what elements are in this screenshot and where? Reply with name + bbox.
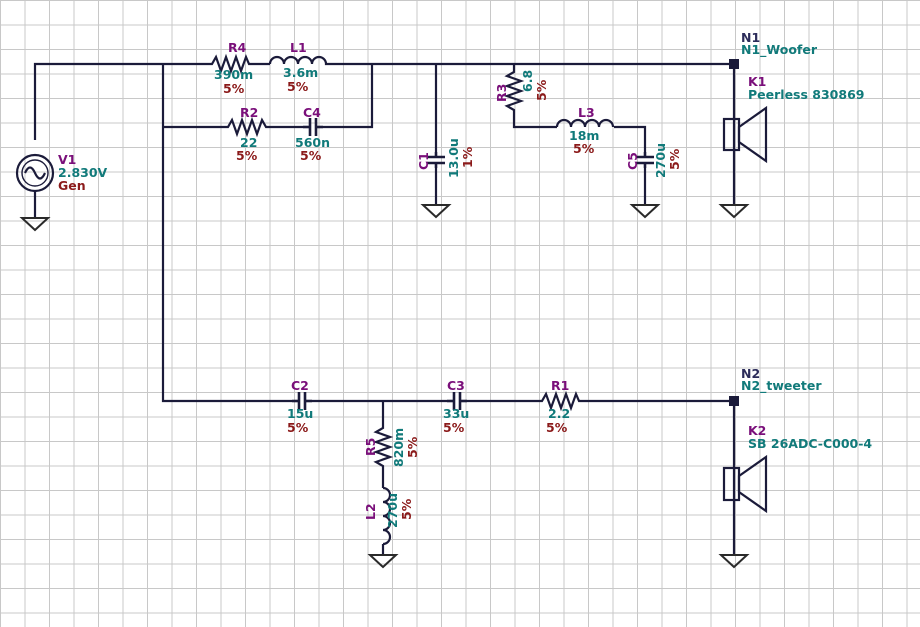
source-v1[interactable]: [15, 153, 55, 193]
r3-tol: 5%: [534, 79, 549, 101]
c2-tol: 5%: [287, 420, 309, 435]
wire-top-main[interactable]: [33, 62, 207, 140]
l2-ref: L2: [363, 503, 378, 520]
k2-model: SB 26ADC-C000-4: [748, 436, 872, 451]
ground-c5-icon: [629, 204, 661, 219]
source-name-label: Gen: [58, 178, 86, 193]
inductor-l3[interactable]: [555, 118, 615, 128]
capacitor-c3[interactable]: [447, 392, 467, 410]
c3-tol: 5%: [443, 420, 465, 435]
resistor-r5[interactable]: [372, 423, 394, 470]
c2-ref: C2: [291, 378, 309, 393]
capacitor-c4[interactable]: [303, 118, 323, 136]
r1-value: 2.2: [548, 406, 570, 421]
k1-magnet: [722, 117, 741, 152]
resistor-r4[interactable]: [207, 53, 252, 75]
source-ref-label: V1: [58, 152, 76, 167]
r1-tol: 5%: [546, 420, 568, 435]
l3-tol: 5%: [573, 141, 595, 156]
r2-ref: R2: [240, 105, 258, 120]
r5-ref: R5: [363, 438, 378, 456]
c4-tol: 5%: [300, 148, 322, 163]
c1-tol: 1%: [460, 146, 475, 168]
l3-ref: L3: [578, 105, 595, 120]
resistor-r3[interactable]: [503, 68, 525, 115]
r3-ref: R3: [494, 84, 509, 102]
wire-r3-bot[interactable]: [512, 115, 557, 129]
node-n1-name: N1_Woofer: [741, 42, 818, 58]
c5-ref: C5: [625, 152, 640, 170]
resistor-r2[interactable]: [223, 116, 272, 138]
r2-value: 22: [240, 135, 257, 150]
c2-value: 15u: [287, 406, 313, 421]
l1-tol: 5%: [287, 79, 309, 94]
inductor-l2[interactable]: [382, 486, 392, 546]
sine-icon: [23, 166, 47, 180]
c4-ref: C4: [303, 105, 321, 120]
l1-ref: L1: [290, 40, 307, 55]
c3-value: 33u: [443, 406, 469, 421]
resistor-r1[interactable]: [537, 390, 582, 412]
k2-magnet: [722, 466, 741, 502]
source-circle: [15, 153, 55, 193]
r2-tol: 5%: [236, 148, 258, 163]
speaker-k1-icon[interactable]: [722, 105, 768, 164]
wire-c4-right[interactable]: [323, 64, 374, 129]
r4-value: 390m: [214, 67, 253, 82]
r3-value: 6.8: [520, 70, 535, 92]
c4-value: 560n: [295, 135, 330, 150]
r4-tol: 5%: [223, 81, 245, 96]
node-n1-id: N1: [741, 30, 760, 45]
c5-tol: 5%: [667, 148, 682, 170]
k1-cone: [737, 105, 768, 164]
l2-value: 270u: [385, 493, 400, 528]
l2-tol: 5%: [399, 498, 414, 520]
wire-r1-n2[interactable]: [582, 399, 736, 468]
node-n2-id: N2: [741, 366, 760, 381]
r1-ref: R1: [551, 378, 569, 393]
ground-l2-icon: [367, 554, 399, 569]
l1-value: 3.6m: [283, 65, 318, 80]
ground-k2-icon: [718, 554, 750, 569]
k1-model: Peerless 830869: [748, 87, 864, 102]
ground-c1-icon: [420, 204, 452, 219]
wire-left-bus[interactable]: [161, 64, 270, 403]
c5-value: 270u: [653, 143, 668, 178]
source-inner-ring: [21, 159, 49, 187]
source-value-label: 2.830V: [58, 165, 108, 180]
speaker-k2-icon[interactable]: [722, 454, 768, 514]
l3-value: 18m: [569, 128, 599, 143]
wire-l3-c5[interactable]: [614, 125, 647, 152]
r5-tol: 5%: [405, 436, 420, 458]
wires: [33, 62, 736, 555]
c1-ref: C1: [416, 152, 431, 170]
r5-value: 820m: [391, 428, 406, 467]
node-n2-name: N2_tweeter: [741, 378, 822, 394]
ground-source-icon: [19, 217, 51, 232]
inductor-l1[interactable]: [268, 55, 330, 66]
capacitor-c2[interactable]: [292, 392, 312, 410]
k1-ref: K1: [748, 74, 766, 89]
capacitor-c5[interactable]: [636, 152, 654, 168]
k2-cone: [737, 454, 768, 514]
node-n2-marker[interactable]: [729, 396, 739, 406]
capacitor-c1[interactable]: [427, 152, 445, 168]
c1-value: 13.0u: [446, 138, 461, 178]
node-n1-marker[interactable]: [729, 59, 739, 69]
r4-ref: R4: [228, 40, 247, 55]
ground-k1-icon: [718, 204, 750, 219]
c3-ref: C3: [447, 378, 465, 393]
k2-ref: K2: [748, 423, 766, 438]
